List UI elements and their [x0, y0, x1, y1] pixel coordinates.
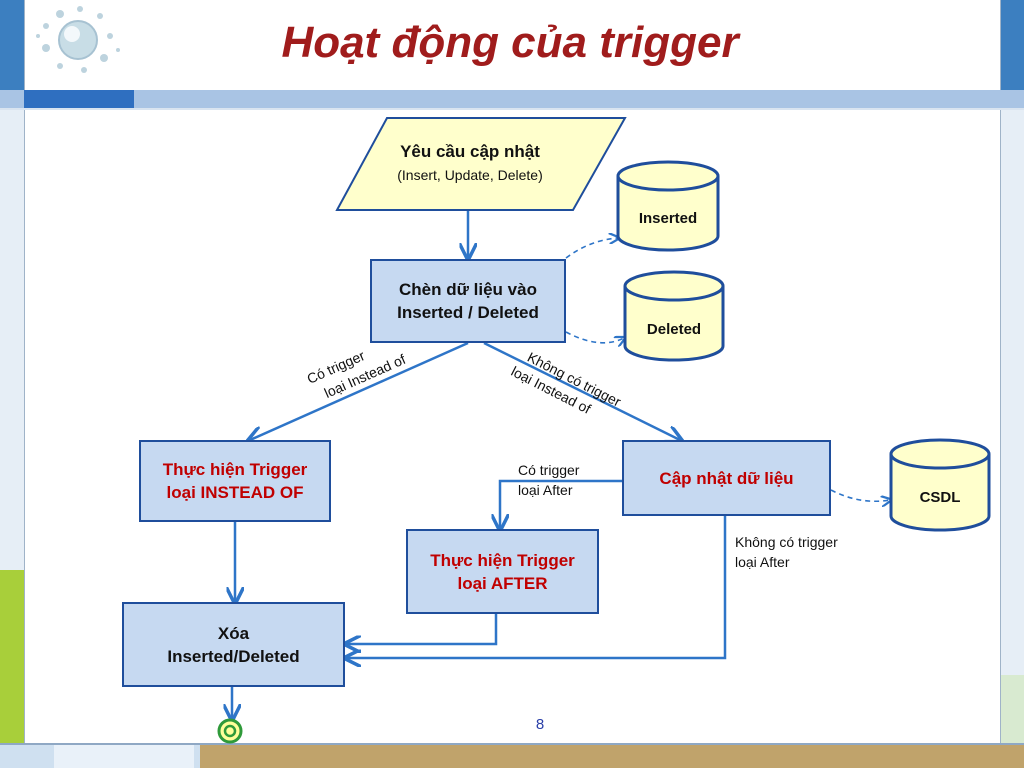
after-box: Thực hiện Trigger loại AFTER	[406, 529, 599, 614]
inserted-label: Inserted	[638, 210, 698, 227]
instead-of-line2: loại INSTEAD OF	[166, 483, 304, 502]
update-data-label: Cập nhật dữ liệu	[659, 468, 794, 488]
edge-label-has-after-line1: Có trigger	[518, 462, 580, 478]
request-node: Yêu cầu cập nhật (Insert, Update, Delete…	[370, 140, 570, 186]
csdl-cylinder-icon	[889, 438, 991, 532]
update-data-box: Cập nhật dữ liệu	[622, 440, 831, 516]
dashed-to-csdl	[830, 489, 890, 501]
csdl-label: CSDL	[919, 489, 961, 506]
request-subtitle: (Insert, Update, Delete)	[397, 167, 543, 183]
edge-label-no-after-line2: loại After	[735, 554, 790, 570]
instead-of-box: Thực hiện Trigger loại INSTEAD OF	[139, 440, 331, 522]
request-title: Yêu cầu cập nhật	[400, 142, 540, 161]
request-parallelogram	[335, 117, 627, 211]
deleted-label: Deleted	[646, 321, 702, 338]
page-number: 8	[535, 716, 545, 733]
arrow-update-to-after	[500, 479, 622, 528]
edge-label-no-after-line1: Không có trigger	[735, 534, 838, 550]
arrow-insert-to-update	[483, 341, 680, 440]
arrow-insert-to-instead	[250, 341, 469, 440]
insert-temp-line1: Chèn dữ liệu vào	[399, 280, 537, 299]
delete-temp-box: Xóa Inserted/Deleted	[122, 602, 345, 687]
dashed-to-inserted	[565, 238, 618, 259]
logo-bubbles-icon	[36, 6, 120, 73]
delete-temp-line1: Xóa	[217, 623, 250, 643]
insert-temp-line2: Inserted / Deleted	[397, 303, 539, 322]
edge-label-has-after-line2: loại After	[518, 482, 573, 498]
edge-label-has-after: Có trigger loại After	[518, 460, 579, 500]
insert-temp-box: Chèn dữ liệu vào Inserted / Deleted	[370, 259, 566, 343]
dashed-to-deleted	[565, 331, 624, 343]
arrow-after-to-delete	[347, 614, 498, 644]
end-node-icon	[217, 718, 243, 744]
slide-title: Hoạt động của trigger	[281, 18, 739, 67]
deleted-cylinder-icon	[623, 270, 725, 362]
after-line2: loại AFTER	[457, 573, 548, 593]
inserted-cylinder-icon	[616, 160, 720, 252]
arrow-update-to-delete	[347, 516, 727, 658]
instead-of-line1: Thực hiện Trigger	[162, 460, 308, 479]
edge-label-no-after: Không có trigger loại After	[735, 532, 838, 572]
after-line1: Thực hiện Trigger	[430, 550, 575, 570]
delete-temp-line2: Inserted/Deleted	[167, 646, 300, 666]
